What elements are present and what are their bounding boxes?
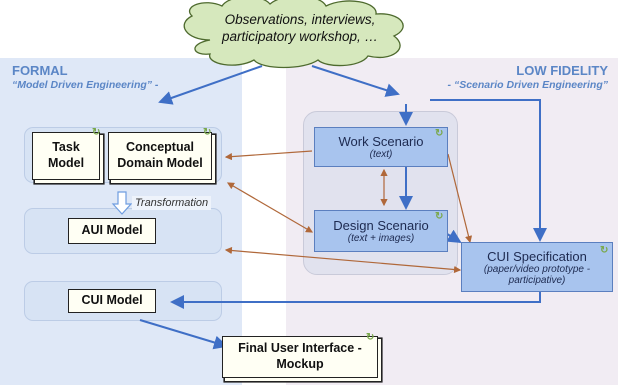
design-scenario-note: (text + images)	[347, 233, 415, 244]
cui-spec-title: CUI Specification	[487, 248, 587, 264]
cloud-label: Observations, interviews, participatory …	[200, 12, 400, 46]
conceptual-model-doc: Conceptual Domain Model	[108, 132, 212, 180]
task-model-line-2: Model	[47, 156, 85, 170]
conceptual-model-line-1: Conceptual	[125, 140, 195, 155]
work-scenario-note: (text)	[369, 149, 393, 160]
refresh-cycle-icon: ↻	[435, 128, 444, 139]
final-ui-doc: Final User Interface - Mockup	[222, 336, 378, 378]
conceptual-model-line-2: Domain Model	[117, 156, 203, 170]
refresh-cycle-icon: ↻	[435, 211, 444, 222]
cloud-line-1: Observations, interviews,	[224, 12, 376, 27]
refresh-cycle-icon: ↻	[92, 127, 101, 138]
aui-model-doc: AUI Model	[68, 218, 156, 244]
formal-title: FORMAL	[12, 63, 68, 78]
final-ui-line-1: Final User Interface -	[238, 341, 362, 356]
final-ui-line-2: Mockup	[276, 357, 324, 371]
transformation-label: Transformation	[132, 196, 212, 210]
task-model-line-1: Task	[52, 140, 80, 155]
cui-spec-note-2: participative)	[508, 274, 566, 286]
cloud-line-2: participatory workshop, …	[221, 28, 379, 44]
task-model-doc: Task Model	[32, 132, 100, 180]
refresh-cycle-icon: ↻	[203, 127, 212, 138]
refresh-cycle-icon: ↻	[600, 245, 609, 256]
work-scenario-box: Work Scenario (text)	[314, 127, 448, 167]
design-scenario-title: Design Scenario	[333, 218, 429, 233]
low-fidelity-title: LOW FIDELITY	[516, 63, 608, 78]
formal-subtitle: “Model Driven Engineering” -	[12, 79, 159, 91]
cui-model-doc: CUI Model	[68, 289, 156, 313]
cui-spec-note-1: (paper/video prototype -	[483, 263, 591, 275]
work-scenario-title: Work Scenario	[338, 134, 424, 149]
design-scenario-box: Design Scenario (text + images)	[314, 210, 448, 252]
cui-specification-box: CUI Specification (paper/video prototype…	[461, 242, 613, 292]
low-fidelity-subtitle: - “Scenario Driven Engineering”	[447, 79, 608, 91]
refresh-cycle-icon: ↻	[366, 332, 375, 343]
